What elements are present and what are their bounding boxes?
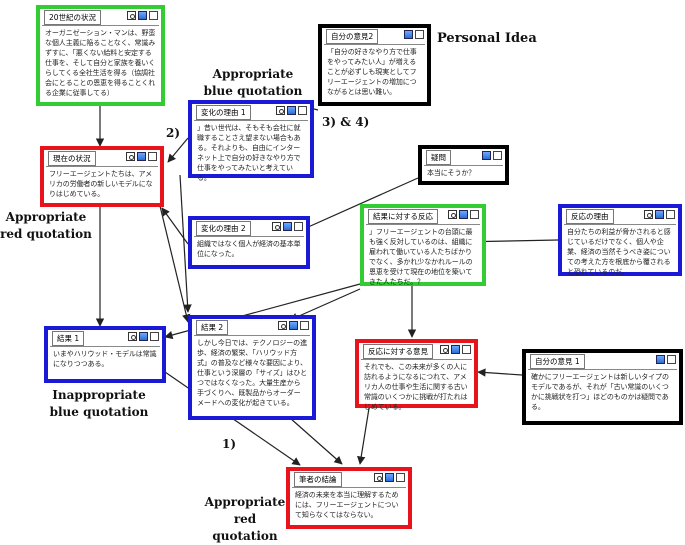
card-title: 反応に対する意見: [363, 344, 433, 359]
camera-icon[interactable]: [440, 345, 449, 354]
image-icon[interactable]: [656, 355, 665, 364]
camera-icon[interactable]: [276, 106, 285, 115]
card-reason-2[interactable]: 変化の理由 2 組織ではなく個人が経済の基本単位になった。: [188, 216, 310, 269]
card-body: しかし今日では、テクノロジーの進歩、経済の繁栄、「ハリウッド方式」の普及など様々…: [197, 339, 307, 407]
image-icon[interactable]: [283, 222, 292, 231]
card-my-opinion-1[interactable]: 自分の意見 1 確かにフリーエージェントは新しいタイプのモデルであるが、それが「…: [522, 349, 683, 425]
document-icon[interactable]: [470, 210, 479, 219]
image-icon[interactable]: [451, 345, 460, 354]
card-title: 変化の理由 1: [196, 105, 251, 120]
card-title: 変化の理由 2: [196, 221, 251, 236]
document-icon[interactable]: [149, 11, 158, 20]
label-step-2: 2): [166, 126, 181, 140]
camera-icon[interactable]: [278, 321, 287, 330]
arrow-reason2-to-current: [161, 207, 189, 245]
card-title: 現在の状況: [48, 151, 96, 166]
image-icon[interactable]: [385, 473, 394, 482]
card-title: 筆者の結論: [294, 472, 342, 487]
camera-icon[interactable]: [272, 222, 281, 231]
image-icon[interactable]: [655, 210, 664, 219]
arrow-myop1-to-opposite: [477, 368, 523, 377]
camera-icon[interactable]: [126, 152, 135, 161]
image-icon[interactable]: [482, 151, 491, 160]
camera-icon[interactable]: [374, 473, 383, 482]
card-body: 組織ではなく個人が経済の基本単位になった。: [197, 240, 301, 258]
card-opinion-on-reaction[interactable]: 反応に対する意見 それでも、この未来が多くの人に訪れるようになるにつれて、アメリ…: [355, 339, 478, 411]
card-body: 」フリーエージェントの台頭に最も強く反対しているのは、組織に雇われて働いている人…: [369, 228, 473, 286]
image-icon[interactable]: [138, 11, 147, 20]
card-reason-1[interactable]: 変化の理由 1 」昔い世代は、そもそも会社に就職することさえ望まない場合もある。…: [188, 100, 314, 182]
card-title: 20世紀の状況: [44, 10, 102, 25]
image-icon[interactable]: [287, 106, 296, 115]
label-personal-idea: Personal Idea: [437, 31, 537, 46]
arrow-opposite-to-author: [357, 401, 371, 465]
card-body: 本当にそうか？: [427, 169, 476, 177]
label-step-3-4: 3) & 4): [322, 115, 370, 129]
arrow-reason1-to-current: [167, 137, 189, 163]
card-body: 「自分の好きなやり方で仕事をやってみたい人」が増えることが必ずしも現実としてフリ…: [327, 48, 417, 96]
image-icon[interactable]: [404, 30, 413, 39]
camera-icon[interactable]: [644, 210, 653, 219]
document-icon[interactable]: [666, 210, 675, 219]
arrow-current-to-result2: [159, 205, 191, 323]
card-title: 自分の意見2: [326, 29, 379, 44]
card-reaction-to-result[interactable]: 結果に対する反応 」フリーエージェントの台頭に最も強く反対しているのは、組織に雇…: [360, 204, 486, 286]
card-author-conclusion[interactable]: 筆者の結論 経済の未来を本当に理解するためには、フリーエージェントについて知らな…: [286, 467, 412, 529]
document-icon[interactable]: [415, 30, 424, 39]
card-body: オーガニゼーション・マンは、野蛮な個人主義に陥ることなく、常識みずすに、「悪くな…: [45, 29, 156, 97]
image-icon[interactable]: [139, 332, 148, 341]
camera-icon[interactable]: [448, 210, 457, 219]
card-title: 結果に対する反応: [368, 209, 438, 224]
image-icon[interactable]: [459, 210, 468, 219]
card-question[interactable]: 疑問 本当にそうか？: [418, 145, 509, 185]
camera-icon[interactable]: [128, 332, 137, 341]
document-icon[interactable]: [462, 345, 471, 354]
card-my-opinion-2[interactable]: 自分の意見2 「自分の好きなやり方で仕事をやってみたい人」が増えることが必ずしも…: [318, 24, 431, 106]
card-20th-century[interactable]: 20世紀の状況 オーガニゼーション・マンは、野蛮な個人主義に陥ることなく、常識み…: [36, 5, 165, 106]
card-body: 確かにフリーエージェントは新しいタイプのモデルであるが、それが「古い常識のいくつ…: [531, 373, 669, 411]
card-title: 自分の意見 1: [530, 354, 585, 369]
card-title: 結果 2: [196, 320, 229, 335]
card-title: 結果 1: [52, 331, 85, 346]
card-title: 疑問: [426, 150, 451, 165]
document-icon[interactable]: [493, 151, 502, 160]
card-reaction-reason[interactable]: 反応の理由 自分たちの利益が脅かされると感じているだけでなく、個人や企業、経済の…: [558, 204, 682, 276]
document-icon[interactable]: [294, 222, 303, 231]
card-body: 自分たちの利益が脅かされると感じているだけでなく、個人や企業、経済の当然そうべき…: [567, 228, 671, 276]
camera-icon[interactable]: [127, 11, 136, 20]
document-icon[interactable]: [667, 355, 676, 364]
arrow-response-to-result2: [289, 288, 361, 321]
card-result-1[interactable]: 結果 1 いまやハリウッド・モデルは常識になりつつある。: [44, 326, 166, 383]
arrow-reason1-to-result2: [179, 174, 192, 313]
image-icon[interactable]: [289, 321, 298, 330]
card-title: 反応の理由: [566, 209, 614, 224]
document-icon[interactable]: [396, 473, 405, 482]
document-icon[interactable]: [150, 332, 159, 341]
arrow-result2-to-author: [289, 417, 343, 465]
card-body: 」昔い世代は、そもそも会社に就職することさえ望まない場合もある。それよりも、自由…: [197, 124, 301, 182]
card-current-state[interactable]: 現在の状況 フリーエージェントたちは、アメリカの労働者の新しいモデルになりはじめ…: [40, 146, 164, 207]
document-icon[interactable]: [300, 321, 309, 330]
card-body: 経済の未来を本当に理解するためには、フリーエージェントについて知らなくてはならな…: [295, 491, 399, 519]
label-step-1: 1): [222, 437, 237, 451]
card-body: それでも、この未来が多くの人に訪れるようになるにつれて、アメリカ人の仕事や生活に…: [364, 363, 468, 411]
document-icon[interactable]: [148, 152, 157, 161]
card-body: フリーエージェントたちは、アメリカの労働者の新しいモデルになりはじめている。: [49, 170, 153, 198]
image-icon[interactable]: [137, 152, 146, 161]
card-body: いまやハリウッド・モデルは常識になりつつある。: [53, 350, 157, 368]
card-result-2[interactable]: 結果 2 しかし今日では、テクノロジーの進歩、経済の繁栄、「ハリウッド方式」の普…: [188, 315, 316, 420]
document-icon[interactable]: [298, 106, 307, 115]
